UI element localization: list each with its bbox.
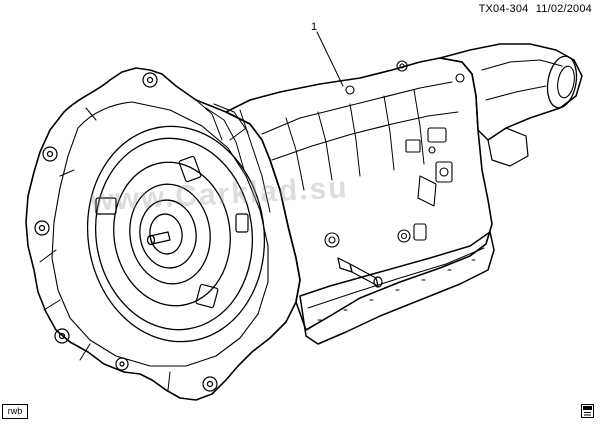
drawing-date: 11/02/2004 xyxy=(535,3,592,15)
specification-book-icon xyxy=(581,404,594,418)
torque-converter xyxy=(86,125,266,343)
extension-housing xyxy=(439,43,583,141)
callout-leader-line xyxy=(316,31,344,87)
bell-housing-rib-1 xyxy=(39,249,171,391)
drawing-id: TX04-304 xyxy=(478,3,529,15)
case-contour-3 xyxy=(239,109,333,213)
side-sensors xyxy=(324,223,427,248)
extension-housing-contour xyxy=(481,59,563,101)
oil-pan xyxy=(299,231,495,345)
view-code-box: rwb xyxy=(2,404,28,419)
drawing-header: TX04-304 11/02/2004 xyxy=(479,3,592,15)
bell-housing-bolt-bosses xyxy=(34,72,218,392)
case-top-bolts xyxy=(345,60,465,95)
bell-housing-rib-2 xyxy=(59,107,247,177)
output-shaft-seal xyxy=(557,65,575,99)
oil-pan-bolts xyxy=(317,259,476,321)
oil-pan-flange xyxy=(307,247,485,309)
pump-cover-ribs xyxy=(195,99,249,171)
output-shaft-opening xyxy=(546,55,578,109)
case-contour-2 xyxy=(271,111,459,161)
case-ribs-vertical xyxy=(349,89,425,177)
valve-body-components xyxy=(405,127,453,207)
rear-mount-pad xyxy=(487,127,529,167)
callout-number-1: 1 xyxy=(311,21,318,33)
manual-shift-shaft xyxy=(337,257,383,288)
converter-drive-lugs xyxy=(95,155,249,309)
converter-pilot-hub xyxy=(146,231,171,246)
bell-housing-outline xyxy=(25,67,301,401)
case-contour-1 xyxy=(261,81,453,135)
transmission-main-case xyxy=(225,57,493,331)
